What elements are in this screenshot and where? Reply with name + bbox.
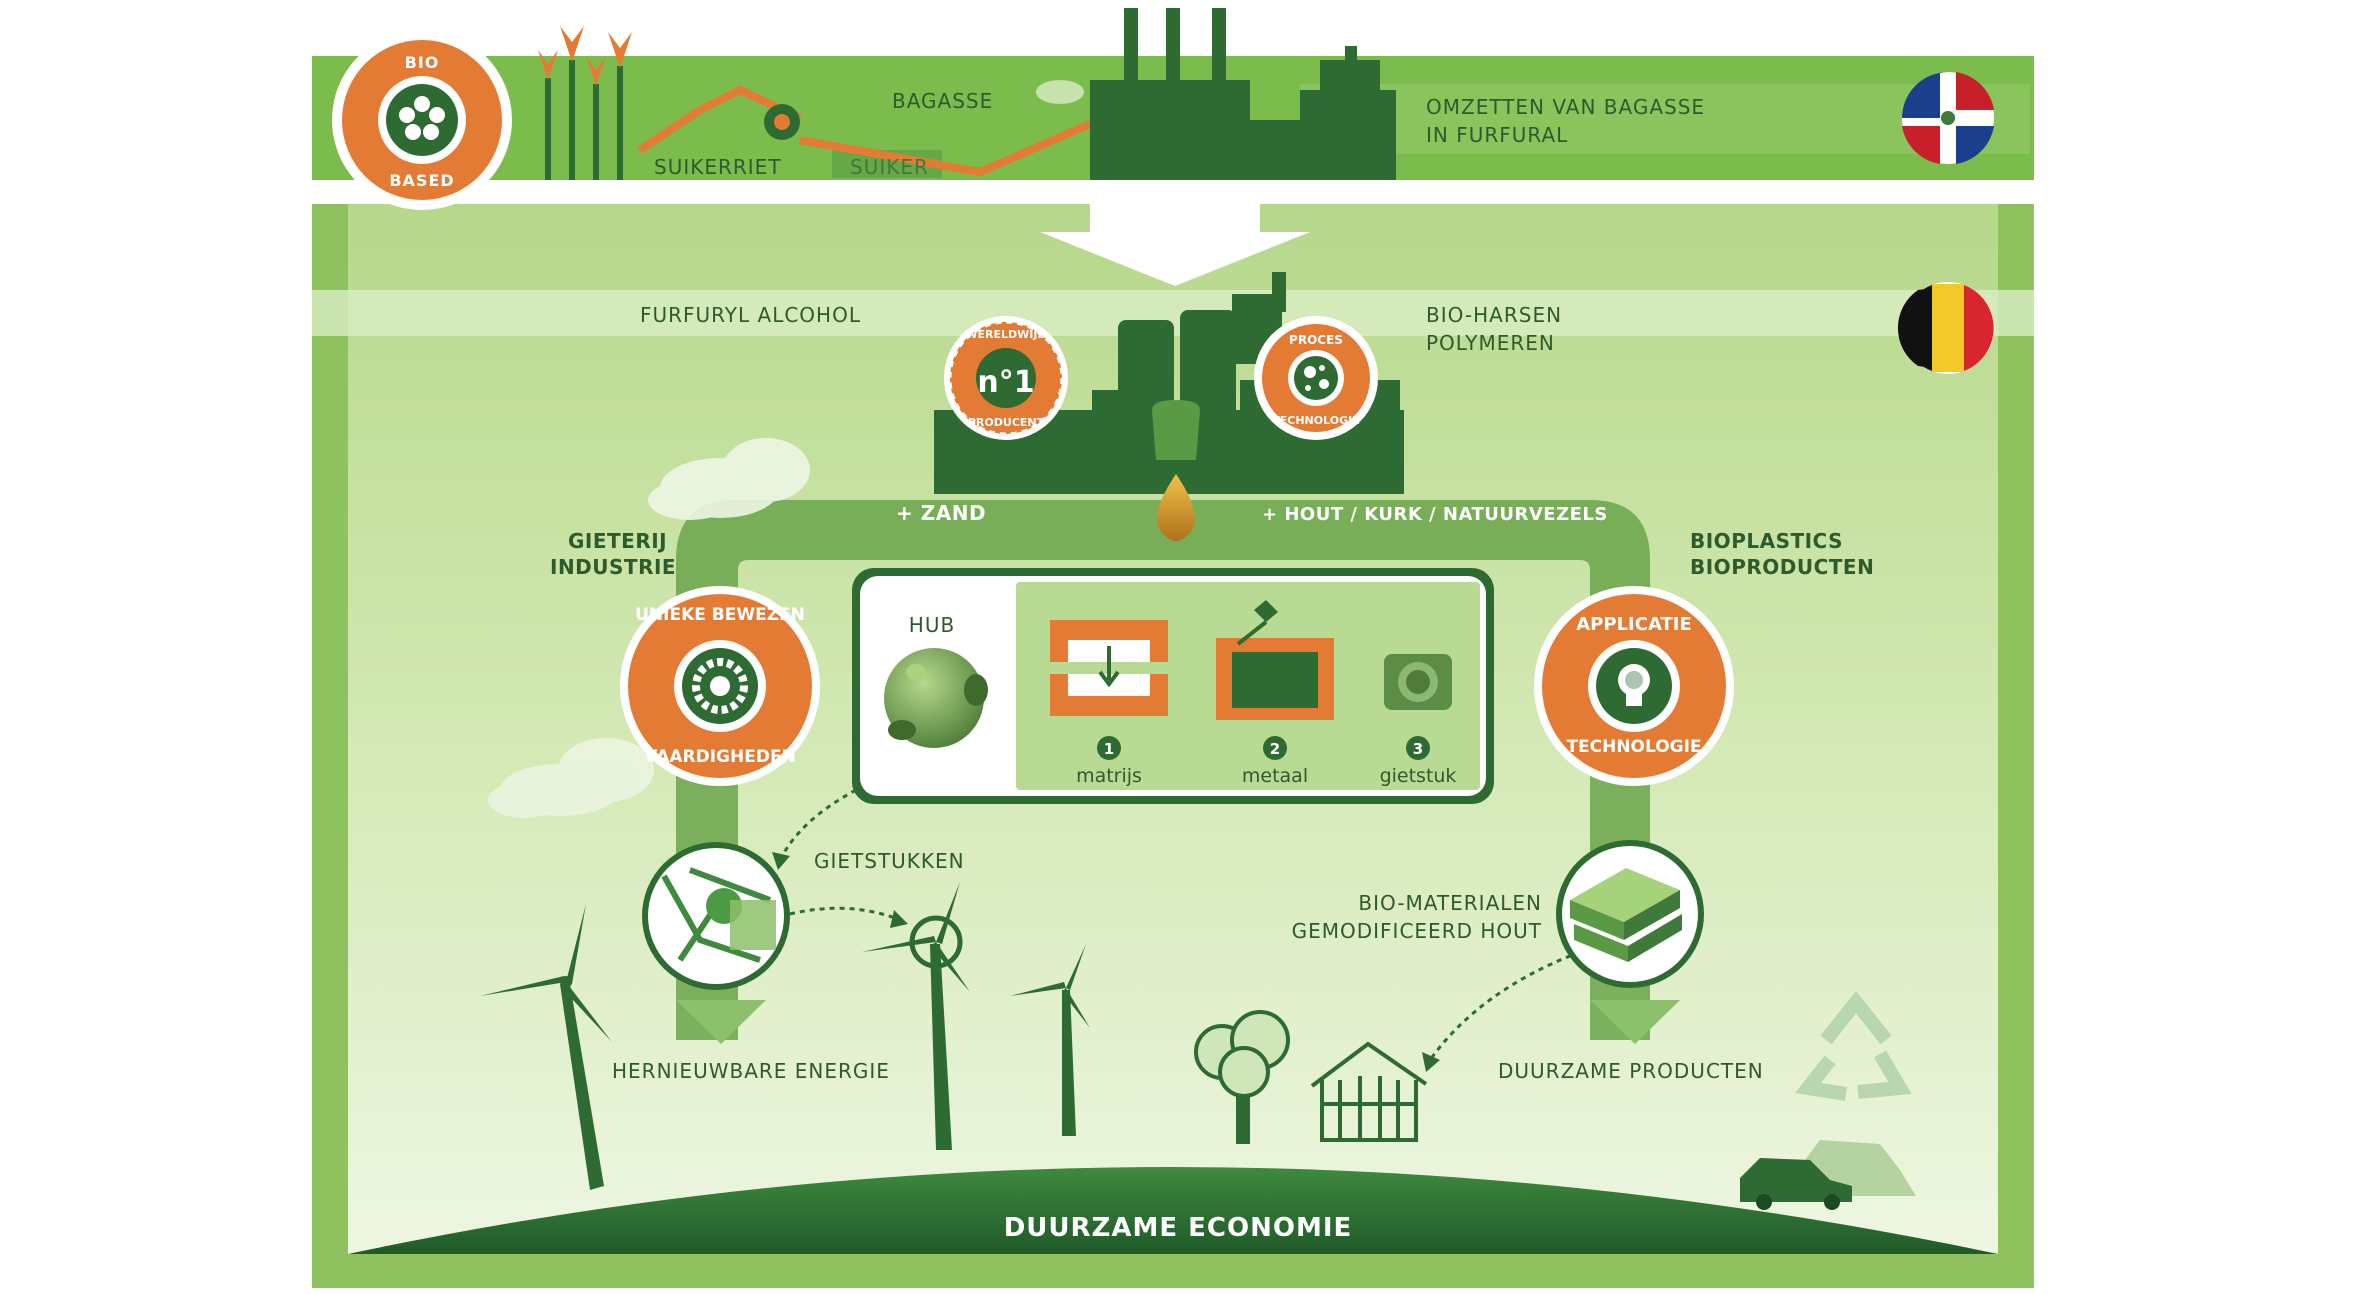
foundry-line2: INDUSTRIE <box>550 555 676 579</box>
worldwide-text: WERELDWIJD <box>965 328 1046 341</box>
step-2-number: 2 <box>1270 740 1280 758</box>
bioplastics-line1: BIOPLASTICS <box>1690 529 1843 553</box>
bioplastics-line2: BIOPRODUCTEN <box>1690 555 1874 579</box>
step-2-label: metaal <box>1242 765 1308 787</box>
conversion-line2: IN FURFURAL <box>1426 123 1568 147</box>
wind-turbine-icon <box>862 882 970 1150</box>
down-arrow-icon <box>1040 180 1310 286</box>
step-1-number: 1 <box>1104 740 1114 758</box>
badge-bio-text: BIO <box>405 53 440 72</box>
sustainable-products-label: DUURZAME PRODUCTEN <box>1498 1059 1764 1083</box>
mold-icon <box>1050 620 1168 716</box>
step-2-marker <box>1263 736 1287 760</box>
step-1-marker <box>1097 736 1121 760</box>
tree-icon <box>1194 1010 1290 1144</box>
sustainable-economy-label: DUURZAME ECONOMIE <box>1004 1213 1353 1243</box>
furfuryl-alcohol-label: FURFURYL ALCOHOL <box>640 303 861 327</box>
dotted-arrow-icon <box>778 788 857 861</box>
gear-icon <box>692 658 748 714</box>
skills-text: VAARDIGHEDEN <box>644 747 796 767</box>
technology-text: TECHNOLOGIE <box>1272 414 1359 427</box>
badge-based-text: BASED <box>389 171 454 190</box>
number-one-text: n°1 <box>977 365 1034 400</box>
molecule-icon <box>1304 365 1329 391</box>
recycle-icon <box>1795 990 1912 1101</box>
renewable-energy-label: HERNIEUWBARE ENERGIE <box>612 1059 890 1083</box>
sugarcane-icon <box>545 60 623 180</box>
process-technology-badge: PROCES TECHNOLOGIE <box>1254 316 1378 440</box>
bagasse-label: BAGASSE <box>892 89 993 113</box>
step-3-marker <box>1406 736 1430 760</box>
step-3-label: gietstuk <box>1380 765 1457 787</box>
resin-drop-icon <box>1157 474 1195 541</box>
nozzle-icon <box>1152 400 1200 460</box>
proven-skills-badge: UNIEKE BEWEZEN VAARDIGHEDEN <box>620 586 820 786</box>
bio-materials-circle <box>1556 840 1704 988</box>
foundry-line1: GIETERIJ <box>568 529 667 553</box>
biomaterials-line1: BIO-MATERIALEN <box>1358 891 1542 915</box>
wind-turbine-icon <box>1010 944 1090 1136</box>
dotted-arrow-icon <box>1428 950 1581 1061</box>
biomaterials-line2: GEMODIFICEERD HOUT <box>1292 919 1542 943</box>
casting-process-box: HUB 1 matrijs <box>852 568 1494 804</box>
application-technology-badge: APPLICATIE TECHNOLOGIE <box>1534 586 1734 786</box>
process-text: PROCES <box>1289 333 1343 347</box>
dominican-republic-flag-icon <box>1902 72 1994 164</box>
hub-icon <box>884 648 988 748</box>
polymeren-label: POLYMEREN <box>1426 331 1555 355</box>
castings-circle <box>642 842 790 990</box>
bio-based-badge: BIO BASED <box>332 30 512 210</box>
application-text: APPLICATIE <box>1576 614 1692 635</box>
dotted-arrow-icon <box>789 906 901 922</box>
cloud-icon <box>488 738 654 818</box>
wind-turbine-icon <box>480 904 612 1190</box>
step-3-number: 3 <box>1413 740 1423 758</box>
casting-part-icon <box>1384 654 1452 710</box>
sugar-label: SUIKER <box>850 155 929 179</box>
hub-label: HUB <box>909 613 955 637</box>
step-1-label: matrijs <box>1076 765 1142 787</box>
process-arch <box>676 500 1650 1040</box>
flower-icon <box>399 96 445 140</box>
lightbulb-icon <box>1618 664 1650 706</box>
plus-wood-label: + HOUT / KURK / NATUURVEZELS <box>1262 504 1608 525</box>
wood-planks-icon <box>1570 868 1682 962</box>
world-number-one-badge: n°1 WERELDWIJD PRODUCENT <box>944 316 1068 440</box>
belgium-flag-icon <box>1897 282 1994 374</box>
hill <box>348 1167 1998 1254</box>
left-arch-arrow-icon <box>676 1000 766 1044</box>
conveyor-icon <box>637 85 802 154</box>
car-icon <box>1740 1140 1916 1210</box>
bio-harsen-label: BIO-HARSEN <box>1426 303 1562 327</box>
producer-text: PRODUCENT <box>968 416 1045 429</box>
castings-label: GIETSTUKKEN <box>814 849 965 873</box>
technology-text: TECHNOLOGIE <box>1566 737 1701 757</box>
sugarcane-label: SUIKERRIET <box>654 155 782 179</box>
conversion-line1: OMZETTEN VAN BAGASSE <box>1426 95 1705 119</box>
cloud-icon <box>648 438 810 520</box>
right-arch-arrow-icon <box>1590 1000 1680 1044</box>
house-icon <box>1310 1041 1428 1142</box>
plus-sand-label: + ZAND <box>896 501 986 525</box>
factory-icon <box>1090 8 1396 180</box>
proven-text: UNIEKE BEWEZEN <box>635 605 805 625</box>
metal-pour-icon <box>1216 600 1334 720</box>
